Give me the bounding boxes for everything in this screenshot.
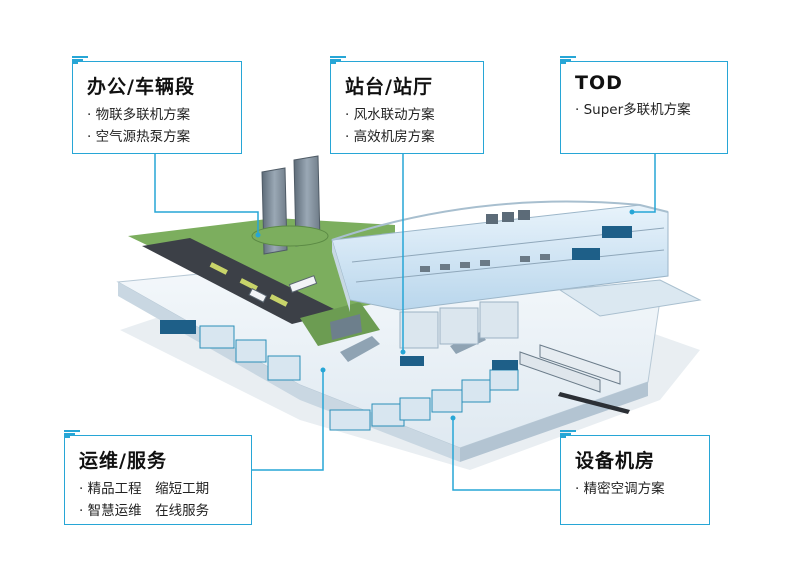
callout-title: 运维/服务: [79, 450, 167, 472]
callout-item: · 精品工程 缩短工期: [79, 481, 210, 497]
buses: [248, 275, 318, 303]
callout-item: · Super多联机方案: [575, 102, 691, 118]
callout-accent-icon: [560, 430, 576, 438]
road-markings: [209, 262, 288, 307]
callout-item: · 空气源热泵方案: [87, 129, 191, 145]
callout-accent-icon: [330, 56, 346, 64]
callout-item: · 物联多联机方案: [87, 107, 191, 123]
leader-dots: [255, 209, 635, 421]
callout-title: 设备机房: [575, 450, 656, 472]
tod-platform: [558, 279, 702, 317]
station-building: [331, 200, 669, 349]
callout-accent-icon: [72, 56, 88, 64]
leader-lines: [154, 154, 656, 491]
callout-office-depot: 办公/车辆段 · 物联多联机方案 · 空气源热泵方案: [72, 56, 242, 154]
callout-operations-service: 运维/服务 · 精品工程 缩短工期 · 智慧运维 在线服务: [64, 430, 252, 525]
callout-item: · 智慧运维 在线服务: [79, 503, 210, 519]
callout-item: · 精密空调方案: [575, 481, 665, 497]
callout-platform-hall: 站台/站厅 · 风水联动方案 · 高效机房方案: [330, 56, 484, 154]
callout-accent-icon: [64, 430, 80, 438]
transformer-block: [330, 314, 362, 340]
callout-item: · 风水联动方案: [345, 107, 435, 123]
callout-accent-icon: [560, 56, 576, 64]
callout-item: · 高效机房方案: [345, 129, 435, 145]
callout-title: 办公/车辆段: [87, 76, 195, 98]
underground-right: [460, 382, 648, 462]
metro-trains: [519, 344, 630, 414]
callout-equipment-room: 设备机房 · 精密空调方案: [560, 430, 710, 525]
equipment-rooms: [160, 320, 519, 431]
callout-title: TOD: [575, 72, 623, 94]
callout-title: 站台/站厅: [345, 76, 433, 98]
callout-tod: TOD · Super多联机方案: [560, 56, 728, 154]
office-towers: [251, 155, 329, 255]
